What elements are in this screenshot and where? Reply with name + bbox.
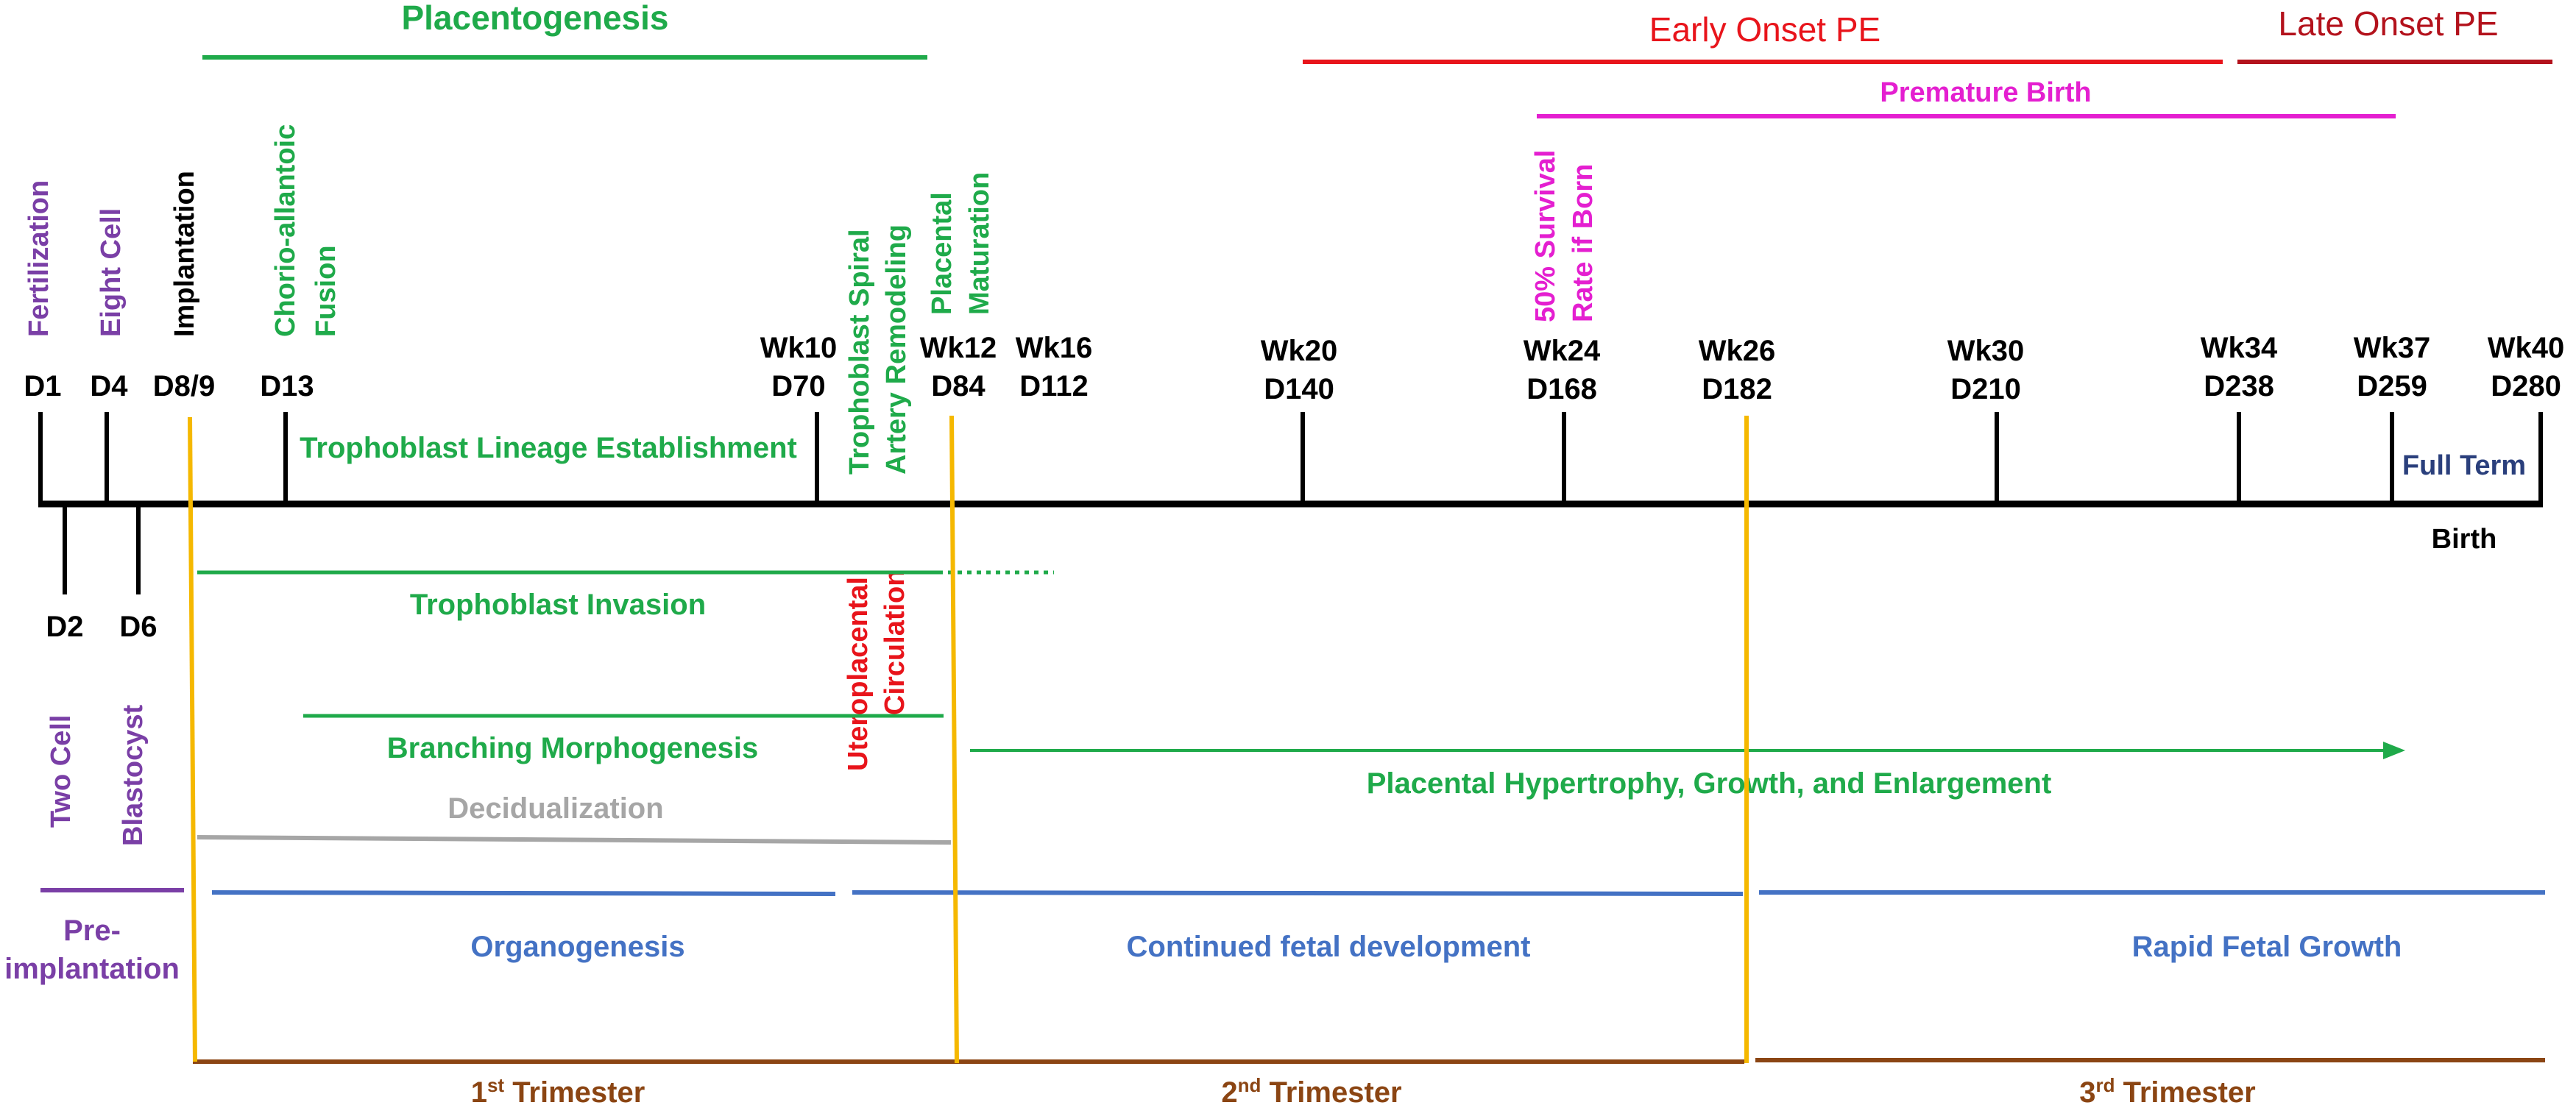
- blastocyst-label: Blastocyst: [118, 704, 149, 846]
- implantation-label: Implantation: [169, 171, 200, 337]
- continued-development-bar: [852, 890, 1744, 896]
- d182-label: D182: [1702, 373, 1772, 405]
- d112-label: D112: [1019, 370, 1088, 402]
- d210-label: D210: [1950, 373, 2021, 405]
- decidualization-bar: [197, 835, 952, 845]
- wk34-label: Wk34: [2201, 332, 2278, 364]
- eight-cell-label: Eight Cell: [96, 208, 127, 337]
- placental-label: Placental: [927, 192, 958, 315]
- timeline-ticks: [38, 412, 2543, 594]
- wk30-label: Wk30: [1947, 335, 2025, 367]
- d84-label: D84: [931, 370, 986, 402]
- trophoblast-lineage-label: Trophoblast Lineage Establishment: [300, 432, 797, 464]
- preimplantation-label-2: implantation: [4, 953, 180, 985]
- uteroplacental-label: Uteroplacental: [843, 577, 874, 771]
- branching-label: Branching Morphogenesis: [387, 732, 759, 764]
- placentogenesis-label: Placentogenesis: [401, 0, 668, 37]
- chorio-allantoic-label: Chorio-allantoic: [270, 124, 301, 337]
- trimester-3-label: 3rd Trimester: [2079, 1074, 2255, 1108]
- organogenesis-label: Organogenesis: [470, 931, 684, 963]
- trimester-2-label: 2nd Trimester: [1221, 1074, 1401, 1108]
- wk12-label: Wk12: [920, 332, 997, 364]
- late-onset-pe-label: Late Onset PE: [2278, 4, 2498, 43]
- circulation-label: Circulation: [880, 569, 910, 715]
- d168-label: D168: [1526, 373, 1597, 405]
- d280-label: D280: [2491, 370, 2561, 402]
- d8-9-label: D8/9: [153, 370, 216, 402]
- wk24-label: Wk24: [1524, 335, 1601, 367]
- full-term-label: Full Term: [2402, 450, 2526, 481]
- d1-label: D1: [24, 370, 61, 402]
- wk37-label: Wk37: [2354, 332, 2431, 364]
- survival-rate-label: 50% Survival: [1530, 150, 1561, 322]
- d4-label: D4: [90, 370, 128, 402]
- d140-label: D140: [1264, 373, 1334, 405]
- d6-label: D6: [119, 611, 157, 643]
- trophoblast-invasion-label: Trophoblast Invasion: [410, 589, 706, 621]
- trophoblast-spiral-label: Trophoblast Spiral: [844, 229, 875, 475]
- two-cell-label: Two Cell: [46, 715, 77, 828]
- d238-label: D238: [2204, 370, 2274, 402]
- wk26-label: Wk26: [1699, 335, 1776, 367]
- trimester-boundaries: [188, 415, 1749, 1064]
- wk20-label: Wk20: [1261, 335, 1338, 367]
- chorio-allantoic-fusion-label: Fusion: [311, 245, 342, 337]
- d70-label: D70: [771, 370, 825, 402]
- birth-label: Birth: [2432, 524, 2497, 555]
- maturation-label: Maturation: [964, 172, 995, 315]
- trimester-1-label: 1st Trimester: [471, 1074, 645, 1108]
- wk16-label: Wk16: [1016, 332, 1093, 364]
- d13-label: D13: [260, 370, 314, 402]
- rapid-growth-label: Rapid Fetal Growth: [2132, 931, 2402, 963]
- wk10-label: Wk10: [760, 332, 838, 364]
- placental-hypertrophy-label: Placental Hypertrophy, Growth, and Enlar…: [1367, 767, 2052, 800]
- fertilization-label: Fertilization: [24, 180, 54, 337]
- premature-birth-label: Premature Birth: [1880, 77, 2091, 108]
- d2-label: D2: [46, 611, 83, 643]
- continued-development-label: Continued fetal development: [1127, 931, 1531, 963]
- organogenesis-bar: [211, 890, 836, 896]
- placental-hypertrophy-arrowhead: [2383, 742, 2405, 759]
- wk40-label: Wk40: [2488, 332, 2565, 364]
- decidualization-label: Decidualization: [447, 792, 663, 825]
- d259-label: D259: [2357, 370, 2427, 402]
- preimplantation-label-1: Pre-: [63, 915, 121, 947]
- rate-if-born-label: Rate if Born: [1568, 164, 1599, 322]
- artery-remodeling-label: Artery Remodeling: [881, 224, 912, 475]
- early-onset-pe-label: Early Onset PE: [1649, 10, 1880, 49]
